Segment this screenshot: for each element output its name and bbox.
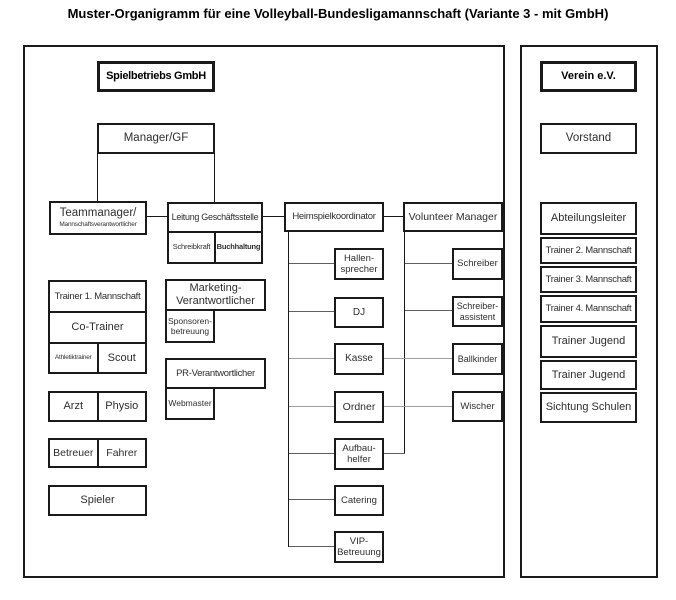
box-heimspielkoordinator: Heimspielkoordinator bbox=[284, 202, 384, 232]
connector-line bbox=[289, 499, 334, 500]
box-group-geschaeftsstelle: Leitung Geschäftsstelle Schreibkraft Buc… bbox=[167, 202, 263, 264]
box-dj: DJ bbox=[334, 297, 384, 328]
connector-line bbox=[263, 216, 284, 217]
connector-line bbox=[405, 263, 452, 264]
connector-line bbox=[289, 406, 334, 407]
box-fahrer: Fahrer bbox=[96, 440, 146, 466]
connector-line bbox=[289, 263, 334, 264]
box-teammanager: Teammanager/ Mannschaftsverantwortlicher bbox=[49, 201, 147, 235]
box-abteilungsleiter: Abteilungsleiter bbox=[540, 202, 637, 235]
connector-line bbox=[288, 232, 289, 547]
box-aufbauhelfer: Aufbau- helfer bbox=[334, 438, 384, 470]
connector-line bbox=[289, 311, 334, 312]
connector-line bbox=[289, 358, 334, 359]
box-hallensprecher: Hallen- sprecher bbox=[334, 248, 384, 280]
box-trainer-1-mannschaft: Trainer 1. Mannschaft bbox=[54, 290, 141, 302]
box-ballkinder: Ballkinder bbox=[452, 343, 503, 375]
box-arzt: Arzt bbox=[63, 400, 84, 413]
box-marketing-verantwortlicher: Marketing- Verantwortlicher bbox=[165, 279, 266, 311]
connector-line bbox=[405, 310, 452, 311]
box-co-trainer: Co-Trainer bbox=[50, 311, 145, 342]
box-athletiktrainer: Athletiktrainer bbox=[54, 354, 92, 362]
box-pr-verantwortlicher: PR-Verantwortlicher bbox=[165, 358, 266, 389]
teammanager-label: Teammanager/ bbox=[59, 207, 137, 220]
box-leitung-geschaeftsstelle: Leitung Geschäftsstelle bbox=[171, 212, 259, 223]
box-trainer-jugend-1: Trainer Jugend bbox=[540, 325, 637, 358]
box-schreiberassistent: Schreiber- assistent bbox=[452, 296, 503, 327]
box-trainer-jugend-2: Trainer Jugend bbox=[540, 360, 637, 390]
connector-line bbox=[289, 453, 334, 454]
box-trainer-2-mannschaft: Trainer 2. Mannschaft bbox=[540, 237, 637, 264]
connector-line bbox=[214, 154, 215, 202]
box-sponsorenbetreuung: Sponsoren- betreuung bbox=[165, 311, 215, 343]
connector-line bbox=[384, 216, 403, 217]
box-schreibkraft: Schreibkraft bbox=[172, 242, 211, 252]
box-trainer-3-mannschaft: Trainer 3. Mannschaft bbox=[540, 266, 637, 293]
box-wischer: Wischer bbox=[452, 391, 503, 422]
box-manager-gf: Manager/GF bbox=[97, 123, 215, 154]
box-kasse: Kasse bbox=[334, 343, 384, 375]
chart-title: Muster-Organigramm für eine Volleyball-B… bbox=[67, 6, 609, 21]
box-spielbetriebs-gmbh: Spielbetriebs GmbH bbox=[97, 61, 215, 92]
box-sichtung-schulen: Sichtung Schulen bbox=[540, 392, 637, 423]
teammanager-sublabel: Mannschaftsverantwortlicher bbox=[59, 220, 137, 228]
box-webmaster: Webmaster bbox=[165, 389, 215, 420]
box-betreuer: Betreuer bbox=[53, 446, 94, 459]
connector-line bbox=[97, 154, 98, 201]
box-spieler: Spieler bbox=[48, 485, 147, 516]
box-trainer-4-mannschaft: Trainer 4. Mannschaft bbox=[540, 295, 637, 323]
connector-line bbox=[404, 232, 405, 454]
box-group-betreuung: Betreuer Fahrer bbox=[48, 438, 147, 468]
box-physio: Physio bbox=[96, 393, 146, 420]
box-schreiber: Schreiber bbox=[452, 248, 503, 280]
box-vip-betreuung: VIP- Betreuung bbox=[334, 531, 384, 563]
box-verein-ev: Verein e.V. bbox=[540, 61, 637, 92]
box-volunteer-manager: Volunteer Manager bbox=[403, 202, 503, 232]
box-vorstand: Vorstand bbox=[540, 123, 637, 154]
connector-line bbox=[147, 216, 167, 217]
box-group-trainerstab: Trainer 1. Mannschaft Co-Trainer Athleti… bbox=[48, 280, 147, 374]
box-catering: Catering bbox=[334, 485, 384, 516]
box-group-medizin: Arzt Physio bbox=[48, 391, 147, 422]
connector-line bbox=[384, 406, 452, 407]
box-buchhaltung: Buchhaltung bbox=[214, 233, 261, 262]
connector-line bbox=[289, 546, 334, 547]
box-scout: Scout bbox=[96, 344, 146, 372]
connector-line bbox=[384, 358, 452, 359]
connector-line bbox=[384, 453, 405, 454]
box-ordner: Ordner bbox=[334, 391, 384, 423]
